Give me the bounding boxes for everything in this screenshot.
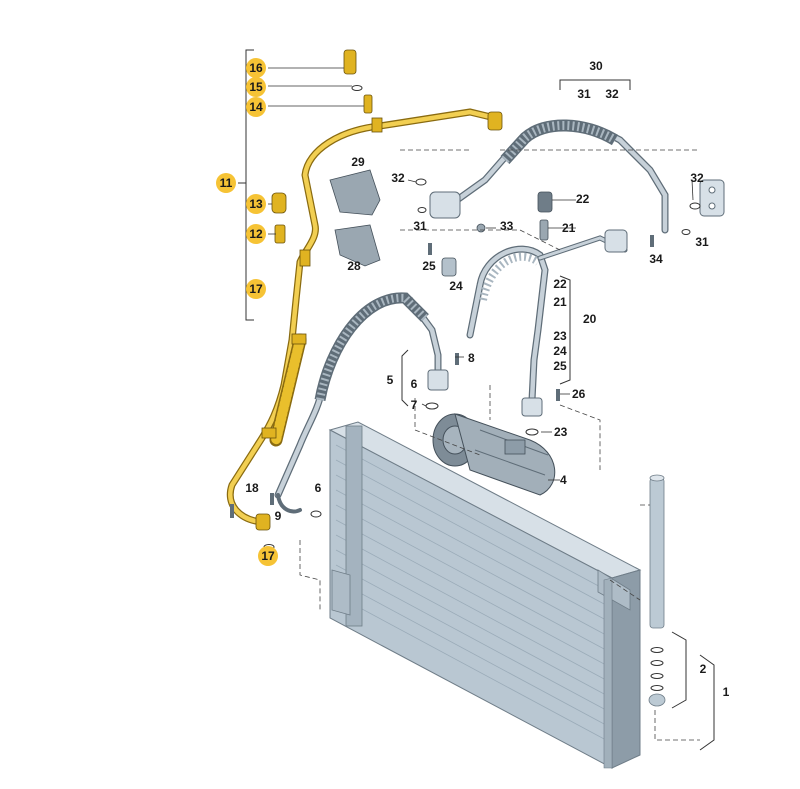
callout-26: 26 [572,387,586,401]
condenser [328,421,642,769]
highlighted-refrigerant-line [226,108,503,531]
callout-8: 8 [468,351,475,365]
callout-14: 14 [249,100,263,114]
part-callouts: 30 31 32 29 32 32 22 21 31 33 31 34 25 2… [245,59,729,699]
callout-28: 28 [347,259,361,273]
highlighted-callouts: 16 15 14 11 13 12 17 17 [216,58,278,566]
callout-6a: 6 [411,377,418,391]
callout-11: 11 [220,176,233,190]
callout-31b: 31 [413,219,427,233]
callout-5: 5 [387,373,394,387]
callout-31a: 31 [577,87,591,101]
ac-compressor [432,413,556,496]
callout-7: 7 [411,398,418,412]
callout-badge-11 [216,173,236,193]
callout-16: 16 [249,61,263,75]
callout-25a: 25 [422,259,436,273]
callout-1: 1 [723,685,730,699]
callout-4: 4 [560,473,567,487]
callout-13: 13 [249,197,263,211]
callout-badge-16 [246,58,266,78]
callout-22a: 22 [576,192,590,206]
callout-6b: 6 [315,481,322,495]
callout-29: 29 [351,155,365,169]
callout-32c: 32 [690,171,704,185]
callout-2: 2 [700,662,707,676]
callout-34: 34 [649,252,663,266]
receiver-drier-cartridge [648,474,666,707]
callout-24b: 24 [553,344,567,358]
callout-21b: 21 [553,295,567,309]
callout-badge-13 [246,194,266,214]
callout-17b: 17 [261,549,275,563]
callout-24a: 24 [449,279,463,293]
callout-badge-15 [246,77,266,97]
callout-12: 12 [249,227,263,241]
callout-badge-12 [246,224,266,244]
callout-23a: 23 [553,329,567,343]
callout-18: 18 [245,481,259,495]
callout-21a: 21 [562,221,576,235]
leader-lines [238,49,715,751]
callout-9: 9 [275,509,282,523]
callout-30: 30 [589,59,603,73]
callout-22b: 22 [553,277,567,291]
callout-badge-17b [258,546,278,566]
callout-31c: 31 [695,235,709,249]
callout-badge-17a [246,279,266,299]
callout-17a: 17 [249,282,263,296]
callout-32a: 32 [605,87,619,101]
callout-23b: 23 [554,425,568,439]
highlighted-small-parts [263,49,373,550]
grey-refrigerant-hoses [274,119,725,514]
callout-15: 15 [249,80,263,94]
callout-25b: 25 [553,359,567,373]
callout-33: 33 [500,219,514,233]
callout-20: 20 [583,312,597,326]
callout-32b: 32 [391,171,405,185]
callout-badge-14 [246,97,266,117]
